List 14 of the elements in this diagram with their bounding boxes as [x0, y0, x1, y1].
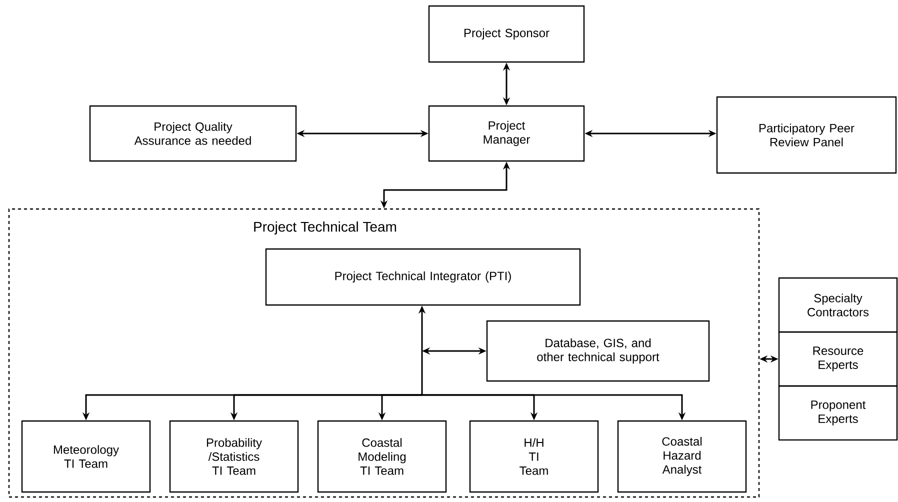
team-box: H/H TI Team — [469, 420, 599, 493]
expert-cell: Resource Experts — [778, 331, 898, 387]
role-box: Project Manager — [428, 105, 585, 162]
team-box: Coastal Hazard Analyst — [617, 420, 747, 493]
expert-cell: Specialty Contractors — [778, 277, 898, 333]
role-box: Project Quality Assurance as needed — [89, 105, 297, 162]
expert-cell: Proponent Experts — [778, 385, 898, 441]
support-box: Database, GIS, and other technical support — [486, 320, 710, 382]
role-box: Project Sponsor — [428, 5, 585, 63]
team-box: Coastal Modeling TI Team — [317, 420, 447, 493]
role-box: Project Technical Integrator (PTI) — [265, 248, 581, 306]
team-box: Probability /Statistics TI Team — [169, 420, 299, 493]
team-box: Meteorology TI Team — [21, 420, 151, 493]
role-box: Participatory Peer Review Panel — [716, 96, 897, 174]
